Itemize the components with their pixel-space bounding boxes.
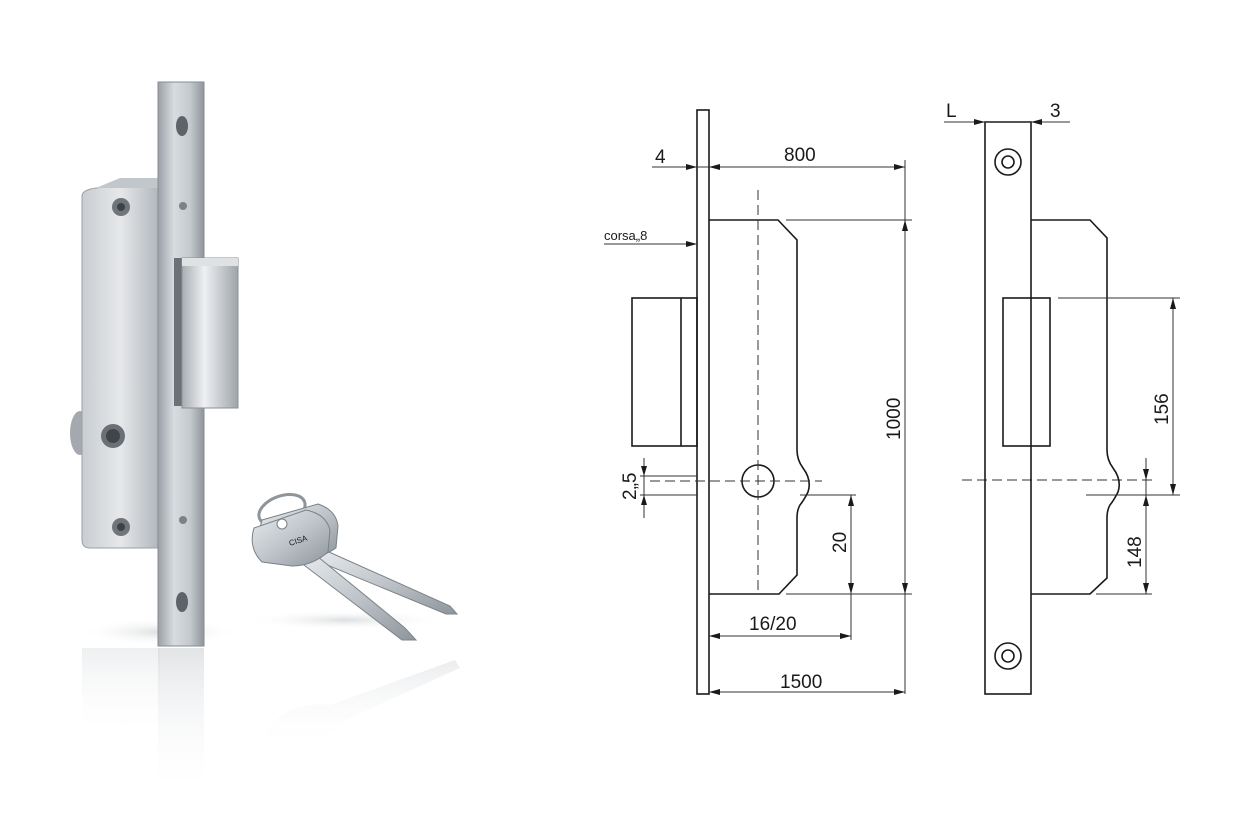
drawing-edge-view xyxy=(984,121,1120,695)
faceplate-hole-bottom xyxy=(176,592,188,612)
arrow-1000-top xyxy=(902,220,908,231)
keys-shadow xyxy=(245,610,445,630)
edge-faceplate xyxy=(984,121,1032,695)
label-800: 800 xyxy=(784,145,816,166)
body-keyhole-inner xyxy=(106,429,120,443)
label-148: 148 xyxy=(1125,536,1146,568)
key-head-hole xyxy=(276,518,288,530)
label-L: L xyxy=(946,101,957,122)
arrow-4 xyxy=(686,164,697,170)
arrow-148-mid xyxy=(1143,495,1149,506)
edge-screw-top-outer xyxy=(994,148,1022,176)
arrow-1500-left xyxy=(709,689,720,695)
label-156: 156 xyxy=(1152,393,1173,425)
body-reflection xyxy=(82,648,160,738)
drawing-center-lines xyxy=(650,190,1152,594)
arrow-20-bottom xyxy=(848,583,854,594)
drawing-side-view xyxy=(631,109,810,695)
edge-dimension-arrows xyxy=(974,119,1176,594)
arrow-148-bottom xyxy=(1143,583,1149,594)
lock-bolt xyxy=(181,257,239,409)
faceplate-screw-lower xyxy=(179,516,187,524)
side-dimension-lines xyxy=(604,160,912,694)
arrow-L xyxy=(974,119,985,125)
faceplate-hole-top xyxy=(176,116,188,136)
side-bolt xyxy=(631,297,698,447)
arrow-800-right xyxy=(894,164,905,170)
arrow-800-left xyxy=(709,164,720,170)
label-20: 20 xyxy=(830,532,851,553)
edge-dimension-labels: L 3 156 148 xyxy=(946,101,1173,568)
keys-photo: CISA xyxy=(245,492,460,750)
arrow-1500-right xyxy=(894,689,905,695)
lock-photo xyxy=(70,81,240,798)
arrow-156-bottom xyxy=(1170,484,1176,495)
arrow-25-top xyxy=(641,466,647,476)
lock-body xyxy=(81,179,159,549)
label-1500: 1500 xyxy=(780,672,822,693)
faceplate-screw-upper xyxy=(179,202,187,210)
arrow-1000-bottom xyxy=(902,583,908,594)
arrow-20-top xyxy=(848,495,854,506)
arrow-156-top xyxy=(1170,298,1176,309)
side-dimension-arrows xyxy=(641,164,908,695)
body-screw-top-center xyxy=(117,203,125,211)
lock-body-top xyxy=(96,178,158,188)
arrow-3 xyxy=(1031,119,1042,125)
side-case-outline xyxy=(709,219,810,595)
arrow-148-top xyxy=(1143,469,1149,480)
label-25: 2„5 xyxy=(620,473,641,500)
arrow-1620-left xyxy=(709,633,720,639)
arrow-corsa xyxy=(686,241,697,247)
arrow-1620-right xyxy=(840,633,851,639)
faceplate-reflection xyxy=(158,648,204,798)
lock-bolt-top xyxy=(182,258,238,266)
label-corsa: corsa„8 xyxy=(604,228,647,243)
key-head-front xyxy=(251,509,331,567)
side-dimension-labels: 4 800 corsa„8 1000 2„5 20 16/20 1500 xyxy=(604,145,905,693)
edge-screw-top-inner xyxy=(1001,155,1015,169)
edge-case-outline xyxy=(1031,219,1120,595)
side-faceplate xyxy=(696,109,710,695)
label-1000: 1000 xyxy=(884,398,905,440)
edge-screw-bottom-outer xyxy=(994,642,1022,670)
edge-dimension-lines xyxy=(944,121,1180,595)
keys-reflection xyxy=(262,660,460,750)
body-screw-bottom-center xyxy=(117,523,125,531)
label-3: 3 xyxy=(1050,101,1061,122)
arrow-25-bottom xyxy=(641,495,647,505)
label-4: 4 xyxy=(655,147,666,168)
edge-bolt xyxy=(1002,297,1051,447)
edge-screw-bottom-inner xyxy=(1001,649,1015,663)
label-1620: 16/20 xyxy=(749,614,797,635)
